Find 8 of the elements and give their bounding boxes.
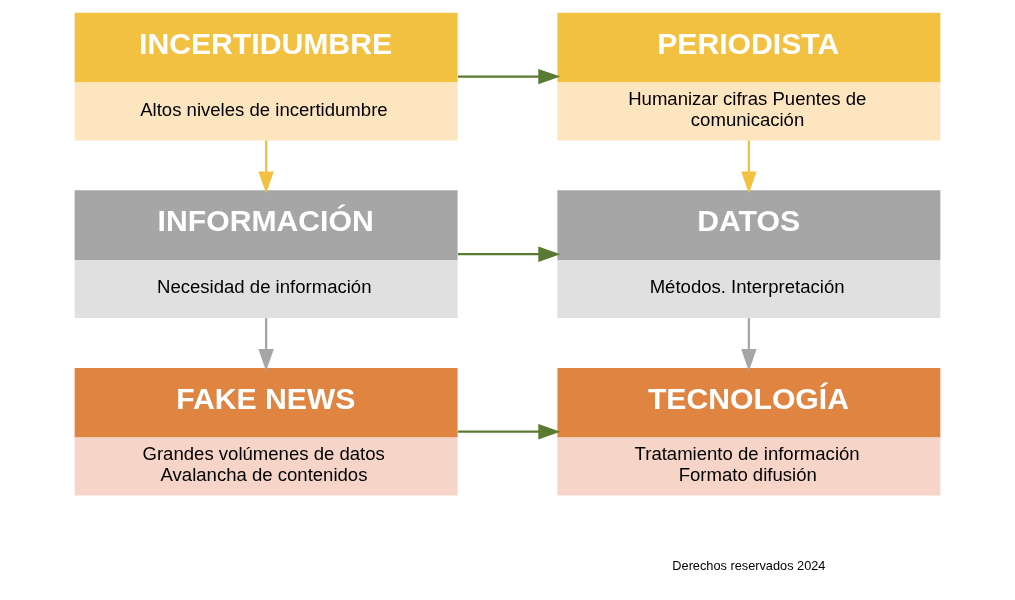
arrow — [258, 318, 274, 372]
arrow — [458, 68, 561, 85]
arrow — [258, 140, 274, 194]
arrow — [741, 140, 757, 194]
label: Derechos reservados 2024 — [672, 557, 826, 573]
arrow — [741, 318, 757, 372]
arrow — [458, 246, 561, 262]
arrow — [458, 424, 561, 440]
